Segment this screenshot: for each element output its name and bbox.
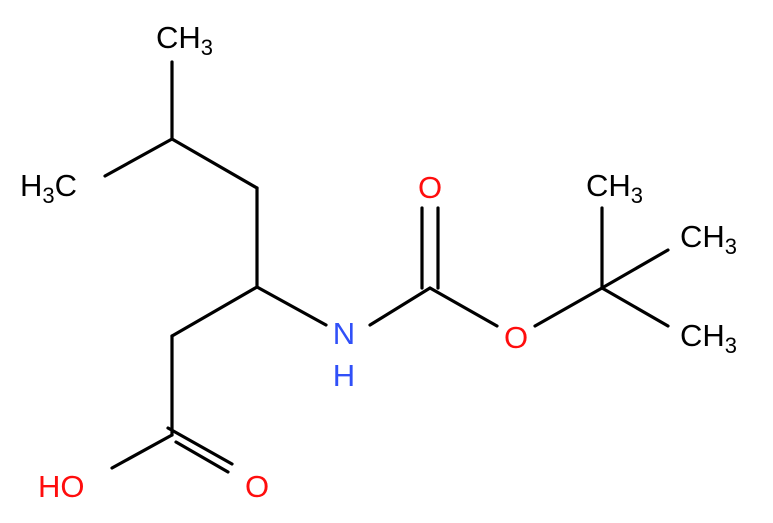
hydroxyl-label: HO bbox=[38, 469, 85, 504]
bond-isopropyl-ch2 bbox=[170, 137, 259, 190]
atom-labels: CH3 H3C CH3 CH3 CH3 O O N H HO O bbox=[20, 20, 737, 504]
bond-c-nitrogen bbox=[255, 285, 328, 327]
bond-stereo-c-ch2 bbox=[170, 285, 259, 338]
boc-carbonyl-oxygen-label: O bbox=[418, 170, 442, 205]
bond-lines bbox=[103, 60, 670, 474]
methyl-top-label: CH3 bbox=[156, 20, 213, 60]
bond-methyl-left bbox=[103, 137, 174, 178]
acid-carbonyl-oxygen-label: O bbox=[245, 469, 269, 504]
bond-acid-c-hydroxyl bbox=[110, 433, 174, 470]
tbu-methyl-2-label: CH3 bbox=[680, 219, 737, 259]
bond-acid-double-a bbox=[166, 426, 234, 466]
bond-ester-o-tbu bbox=[533, 286, 604, 328]
tbu-methyl-1-label: CH3 bbox=[586, 168, 643, 208]
tbu-methyl-3-label: CH3 bbox=[680, 318, 737, 358]
amine-hydrogen-label: H bbox=[333, 358, 355, 393]
bond-tbu-methyl-3 bbox=[600, 286, 670, 328]
ester-oxygen-label: O bbox=[504, 320, 528, 355]
bond-nitrogen-carbonyl bbox=[368, 286, 432, 327]
bond-acid-double-b bbox=[174, 440, 230, 474]
bond-tbu-methyl-2 bbox=[600, 248, 670, 290]
methyl-left-label: H3C bbox=[20, 168, 77, 208]
bond-carbonyl-ester-o bbox=[428, 286, 499, 328]
amine-nitrogen-label: N bbox=[333, 316, 355, 351]
